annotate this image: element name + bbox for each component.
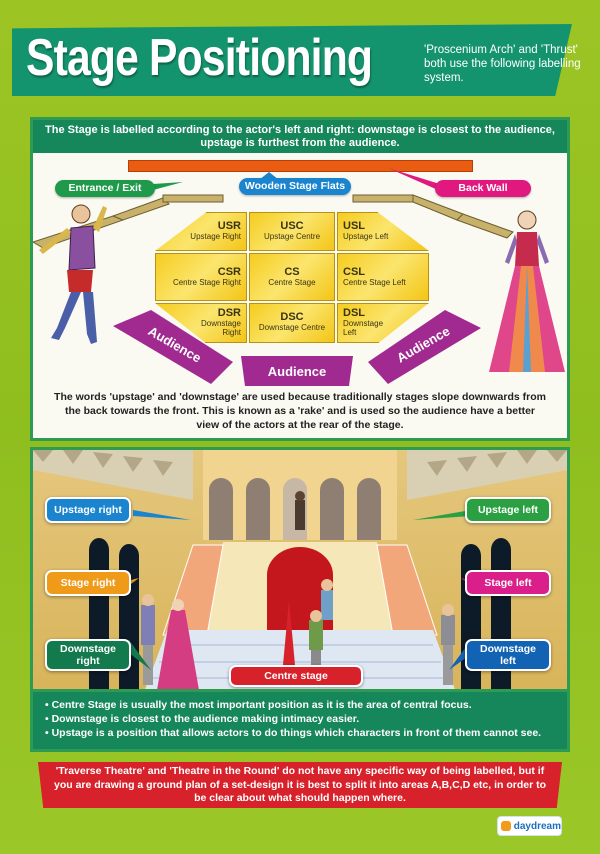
label-downstage-left: Downstage left <box>465 639 551 671</box>
audience-centre: Audience <box>267 363 327 379</box>
stage-plan-panel: The Stage is labelled according to the a… <box>30 117 570 441</box>
note-item: • Downstage is closest to the audience m… <box>45 713 360 725</box>
note-item: • Centre Stage is usually the most impor… <box>45 699 472 711</box>
page-title: Stage Positioning <box>26 29 373 87</box>
label-stage-left: Stage left <box>465 570 551 596</box>
label-centre-stage: Centre stage <box>229 665 363 687</box>
stage-scene-panel: Upstage right Stage right Downstage righ… <box>30 447 570 692</box>
title-banner <box>12 24 572 96</box>
daydream-logo: daydream <box>497 816 562 836</box>
label-upstage-right: Upstage right <box>45 497 131 523</box>
female-actor-figure <box>489 210 565 372</box>
plan-intro: The Stage is labelled according to the a… <box>33 120 567 153</box>
logo-text: daydream <box>513 820 561 832</box>
traverse-theatre-note: 'Traverse Theatre' and 'Theatre in the R… <box>38 762 562 808</box>
entrance-exit-label: Entrance / Exit <box>55 180 155 197</box>
logo-icon <box>501 821 511 831</box>
label-downstage-right: Downstage right <box>45 639 131 671</box>
title-subtitle: 'Proscenium Arch' and 'Thrust' both use … <box>424 44 581 84</box>
wooden-flats-label: Wooden Stage Flats <box>239 178 351 195</box>
back-wall-bar <box>128 160 473 172</box>
male-actor-figure <box>39 204 107 344</box>
label-stage-right: Stage right <box>45 570 131 596</box>
rake-explanation: The words 'upstage' and 'downstage' are … <box>54 391 546 431</box>
back-wall-label: Back Wall <box>435 180 531 197</box>
notes-panel: • Centre Stage is usually the most impor… <box>30 692 570 752</box>
note-item: • Upstage is a position that allows acto… <box>45 727 542 739</box>
label-upstage-left: Upstage left <box>465 497 551 523</box>
